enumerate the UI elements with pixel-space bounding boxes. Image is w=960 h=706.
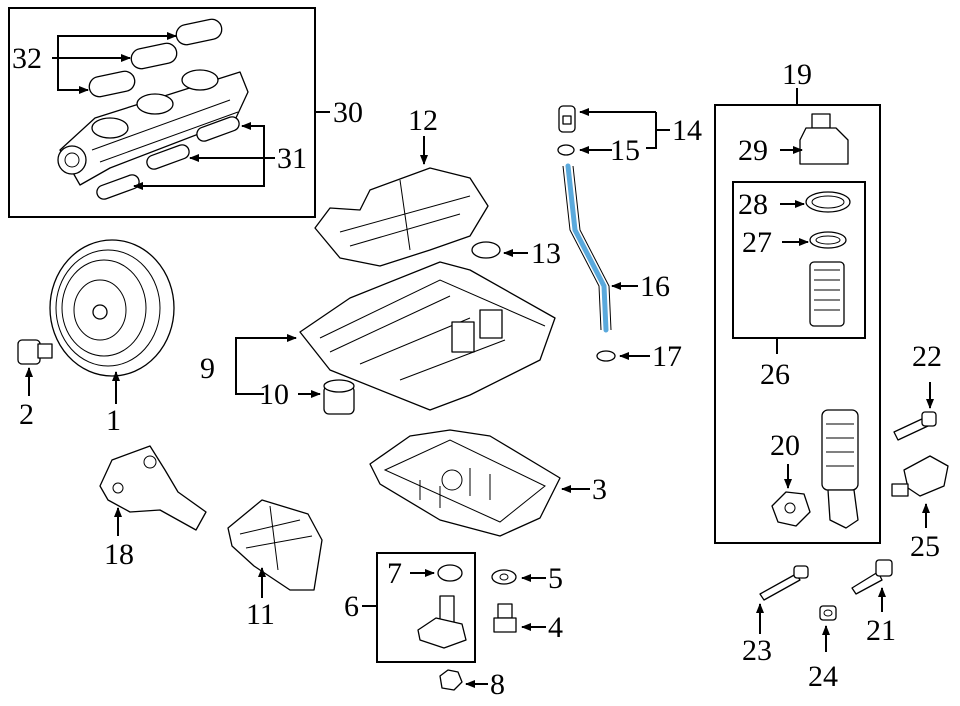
drain-plug-nut-part[interactable] <box>439 669 463 691</box>
manifold-gaskets-lower[interactable] <box>95 115 241 201</box>
callout-32: 32 <box>12 42 42 75</box>
manifold-gaskets-upper[interactable] <box>87 17 223 98</box>
sensor-oring-part[interactable] <box>437 564 463 582</box>
oil-pump-insert-part[interactable] <box>323 379 355 415</box>
callout-29: 29 <box>738 134 768 167</box>
lower-oil-pan-part[interactable] <box>369 429 561 537</box>
housing-bolt-upper-part[interactable] <box>893 411 937 441</box>
filter-cap-seal-part[interactable] <box>805 191 851 213</box>
callout-5: 5 <box>548 562 563 595</box>
callout-13: 13 <box>531 237 561 270</box>
drain-washer-part[interactable] <box>491 569 517 585</box>
upper-oil-pan-part[interactable] <box>299 261 556 411</box>
oil-pressure-sensor-part[interactable] <box>891 455 949 497</box>
baffle-seal-part[interactable] <box>471 241 501 259</box>
oil-deflector-part[interactable] <box>227 499 323 591</box>
flange-nut-part[interactable] <box>819 605 837 621</box>
dipstick-tube-oring[interactable] <box>596 350 616 362</box>
callout-8: 8 <box>490 668 505 701</box>
callout-6: 6 <box>344 590 359 623</box>
callout-20: 20 <box>770 429 800 462</box>
callout-14: 14 <box>672 114 702 147</box>
callout-24: 24 <box>808 660 838 693</box>
oil-pump-bracket-part[interactable] <box>99 445 207 531</box>
callout-16: 16 <box>640 270 670 303</box>
crankshaft-pulley-part[interactable] <box>49 239 175 377</box>
intake-manifold-part[interactable] <box>57 69 249 186</box>
callout-7: 7 <box>387 557 402 590</box>
housing-gasket-part[interactable] <box>771 491 811 527</box>
oil-filter-cap-part[interactable] <box>799 113 849 165</box>
filter-kit-group-box <box>732 181 866 339</box>
dipstick-tube-part[interactable] <box>565 163 609 333</box>
callout-19: 19 <box>782 58 812 91</box>
filter-oring-part[interactable] <box>809 231 847 249</box>
callout-28: 28 <box>738 188 768 221</box>
oil-level-sensor-part[interactable] <box>417 595 467 649</box>
pulley-bolt-part[interactable] <box>17 339 53 365</box>
dipstick-cap-part[interactable] <box>558 105 576 133</box>
callout-12: 12 <box>408 104 438 137</box>
callout-26: 26 <box>760 358 790 391</box>
oil-filter-housing-part[interactable] <box>821 409 859 529</box>
oil-filter-element-part[interactable] <box>809 261 845 327</box>
callout-18: 18 <box>104 538 134 571</box>
callout-2: 2 <box>19 398 34 431</box>
callout-27: 27 <box>742 226 772 259</box>
stud-bolt-part[interactable] <box>759 565 809 601</box>
callout-1: 1 <box>106 404 121 437</box>
callout-15: 15 <box>610 134 640 167</box>
callout-30: 30 <box>333 96 363 129</box>
callout-21: 21 <box>866 614 896 647</box>
drain-plug-part[interactable] <box>493 603 517 633</box>
callout-11: 11 <box>246 598 275 631</box>
callout-25: 25 <box>910 530 940 563</box>
callout-31: 31 <box>277 142 307 175</box>
callout-4: 4 <box>548 611 563 644</box>
callout-17: 17 <box>652 340 682 373</box>
callout-23: 23 <box>742 634 772 667</box>
oil-level-sensor-group-box <box>376 552 476 663</box>
callout-22: 22 <box>912 340 942 373</box>
callout-10: 10 <box>259 378 289 411</box>
housing-bolt-lower-part[interactable] <box>851 559 893 595</box>
dipstick-cap-oring[interactable] <box>557 144 575 156</box>
callout-9: 9 <box>200 352 215 385</box>
callout-3: 3 <box>592 473 607 506</box>
oil-pan-baffle-part[interactable] <box>314 167 489 267</box>
